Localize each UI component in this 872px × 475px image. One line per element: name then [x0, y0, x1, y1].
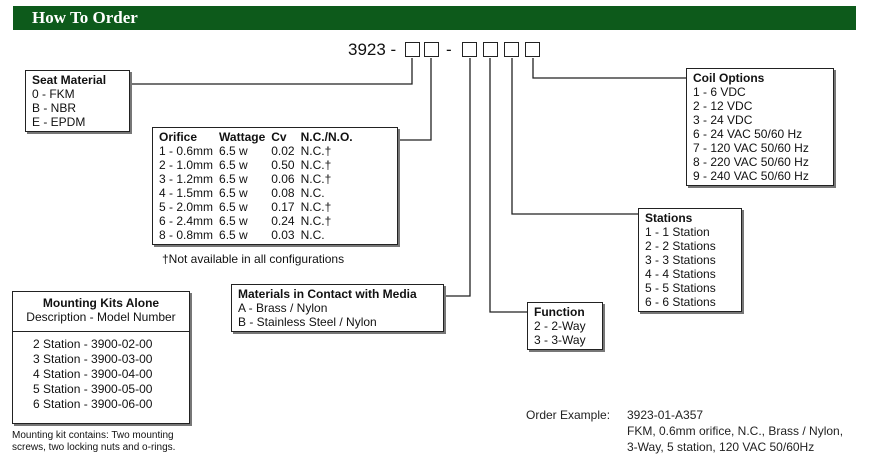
table-cell: 6.5 w	[219, 228, 248, 242]
order-example-code: 3923-01-A357	[627, 408, 704, 422]
list-item: E - EPDM	[32, 115, 86, 129]
column-header: Orifice	[159, 130, 198, 144]
table-cell: 6.5 w	[219, 186, 248, 200]
table-cell: 0.17	[271, 200, 295, 214]
table-row: 4 - 1.5mm 6.5 w 0.08 N.C.	[159, 186, 359, 200]
table-cell: N.C.†	[300, 214, 332, 228]
list-item: 5 Station - 3900-05-00	[33, 382, 153, 396]
coil-options-box: Coil Options 1 - 6 VDC 2 - 12 VDC 3 - 24…	[686, 68, 834, 186]
table-cell: 6.5 w	[219, 200, 248, 214]
list-item: 3 - 3-Way	[534, 333, 586, 347]
list-item: 3 - 24 VDC	[693, 113, 753, 127]
list-item: 2 - 2-Way	[534, 319, 586, 333]
stations-title: Stations	[645, 211, 693, 225]
table-cell: 6.5 w	[219, 214, 248, 228]
seat-material-slot	[405, 42, 420, 57]
list-item: 6 - 6 Stations	[645, 295, 716, 309]
table-row: 2 - 1.0mm 6.5 w 0.50 N.C.†	[159, 158, 359, 172]
list-item: 1 - 1 Station	[645, 225, 710, 239]
list-item: 0 - FKM	[32, 87, 75, 101]
order-example-line2: 3-Way, 5 station, 120 VAC 50/60Hz	[627, 440, 815, 454]
list-item: B - NBR	[32, 101, 77, 115]
coil-slot	[525, 42, 540, 57]
table-cell: 8 - 0.8mm	[159, 228, 214, 242]
table-row: 3 - 1.2mm 6.5 w 0.06 N.C.†	[159, 172, 359, 186]
table-cell: 2 - 1.0mm	[159, 158, 214, 172]
table-cell: 0.24	[271, 214, 295, 228]
section-header: How To Order	[13, 6, 856, 30]
table-row: 1 - 0.6mm 6.5 w 0.02 N.C.†	[159, 144, 359, 158]
mounting-kit-note-line1: Mounting kit contains: Two mounting	[12, 430, 174, 441]
orifice-footnote: †Not available in all configurations	[162, 252, 345, 266]
list-item: 6 - 24 VAC 50/60 Hz	[693, 127, 803, 141]
list-item: 2 - 12 VDC	[693, 99, 753, 113]
table-cell: N.C.†	[300, 144, 332, 158]
table-cell: 0.50	[271, 158, 295, 172]
table-cell: N.C.	[300, 228, 325, 242]
list-item: 1 - 6 VDC	[693, 85, 746, 99]
list-item: A - Brass / Nylon	[238, 301, 328, 315]
table-cell: N.C.†	[300, 158, 332, 172]
table-cell: 0.02	[271, 144, 295, 158]
seat-material-title: Seat Material	[32, 73, 107, 87]
mounting-kits-box: Mounting Kits Alone Description - Model …	[12, 291, 190, 424]
table-cell: 6.5 w	[219, 144, 248, 158]
table-cell: 6.5 w	[219, 172, 248, 186]
coil-options-title: Coil Options	[693, 71, 765, 85]
table-header-row: Orifice Wattage Cv N.C./N.O.	[159, 130, 359, 144]
list-item: 4 Station - 3900-04-00	[33, 367, 153, 381]
table-cell: N.C.†	[300, 172, 332, 186]
list-item: 3 - 3 Stations	[645, 253, 716, 267]
materials-title: Materials in Contact with Media	[238, 287, 417, 301]
list-item: 6 Station - 3900-06-00	[33, 397, 153, 411]
part-number-prefix: 3923 -	[348, 40, 397, 59]
table-cell: 5 - 2.0mm	[159, 200, 214, 214]
orifice-slot	[424, 42, 439, 57]
function-slot	[483, 42, 498, 57]
list-item: 5 - 5 Stations	[645, 281, 716, 295]
table-cell: N.C.	[300, 186, 325, 200]
seat-material-box: Seat Material 0 - FKM B - NBR E - EPDM	[25, 70, 130, 132]
column-header: Wattage	[219, 130, 266, 144]
mounting-kit-note-line2: screws, two locking nuts and o-rings.	[12, 442, 176, 453]
table-row: 5 - 2.0mm 6.5 w 0.17 N.C.†	[159, 200, 359, 214]
stations-box: Stations 1 - 1 Station 2 - 2 Stations 3 …	[638, 208, 742, 312]
materials-slot	[462, 42, 477, 57]
part-number-dash: -	[446, 40, 452, 59]
table-cell: 1 - 0.6mm	[159, 144, 214, 158]
table-cell: 0.06	[271, 172, 295, 186]
table-row: 6 - 2.4mm 6.5 w 0.24 N.C.†	[159, 214, 359, 228]
table-cell: 0.08	[271, 186, 295, 200]
list-item: 3 Station - 3900-03-00	[33, 352, 153, 366]
list-item: B - Stainless Steel / Nylon	[238, 315, 377, 329]
function-title: Function	[534, 305, 585, 319]
list-item: 7 - 120 VAC 50/60 Hz	[693, 141, 809, 155]
list-item: 2 Station - 3900-02-00	[33, 337, 153, 351]
table-cell: N.C.†	[300, 200, 332, 214]
mounting-kits-subtitle: Description - Model Number	[26, 310, 176, 324]
order-example-line1: FKM, 0.6mm orifice, N.C., Brass / Nylon,	[627, 424, 844, 438]
column-header: N.C./N.O.	[300, 130, 353, 144]
orifice-table: Orifice Wattage Cv N.C./N.O. 1 - 0.6mm 6…	[159, 130, 359, 242]
column-header: Cv	[271, 130, 287, 144]
list-item: 9 - 240 VAC 50/60 Hz	[693, 169, 809, 183]
stations-slot	[504, 42, 519, 57]
table-cell: 3 - 1.2mm	[159, 172, 214, 186]
table-cell: 6 - 2.4mm	[159, 214, 214, 228]
table-cell: 6.5 w	[219, 158, 248, 172]
table-cell: 0.03	[271, 228, 295, 242]
orifice-box: Orifice Wattage Cv N.C./N.O. 1 - 0.6mm 6…	[152, 127, 398, 245]
list-item: 2 - 2 Stations	[645, 239, 716, 253]
table-row: 8 - 0.8mm 6.5 w 0.03 N.C.	[159, 228, 359, 242]
table-cell: 4 - 1.5mm	[159, 186, 214, 200]
materials-box: Materials in Contact with Media A - Bras…	[231, 284, 444, 332]
mounting-kits-title: Mounting Kits Alone	[42, 296, 160, 310]
list-item: 4 - 4 Stations	[645, 267, 716, 281]
list-item: 8 - 220 VAC 50/60 Hz	[693, 155, 809, 169]
order-example-label: Order Example:	[526, 408, 611, 422]
function-box: Function 2 - 2-Way 3 - 3-Way	[527, 302, 603, 350]
